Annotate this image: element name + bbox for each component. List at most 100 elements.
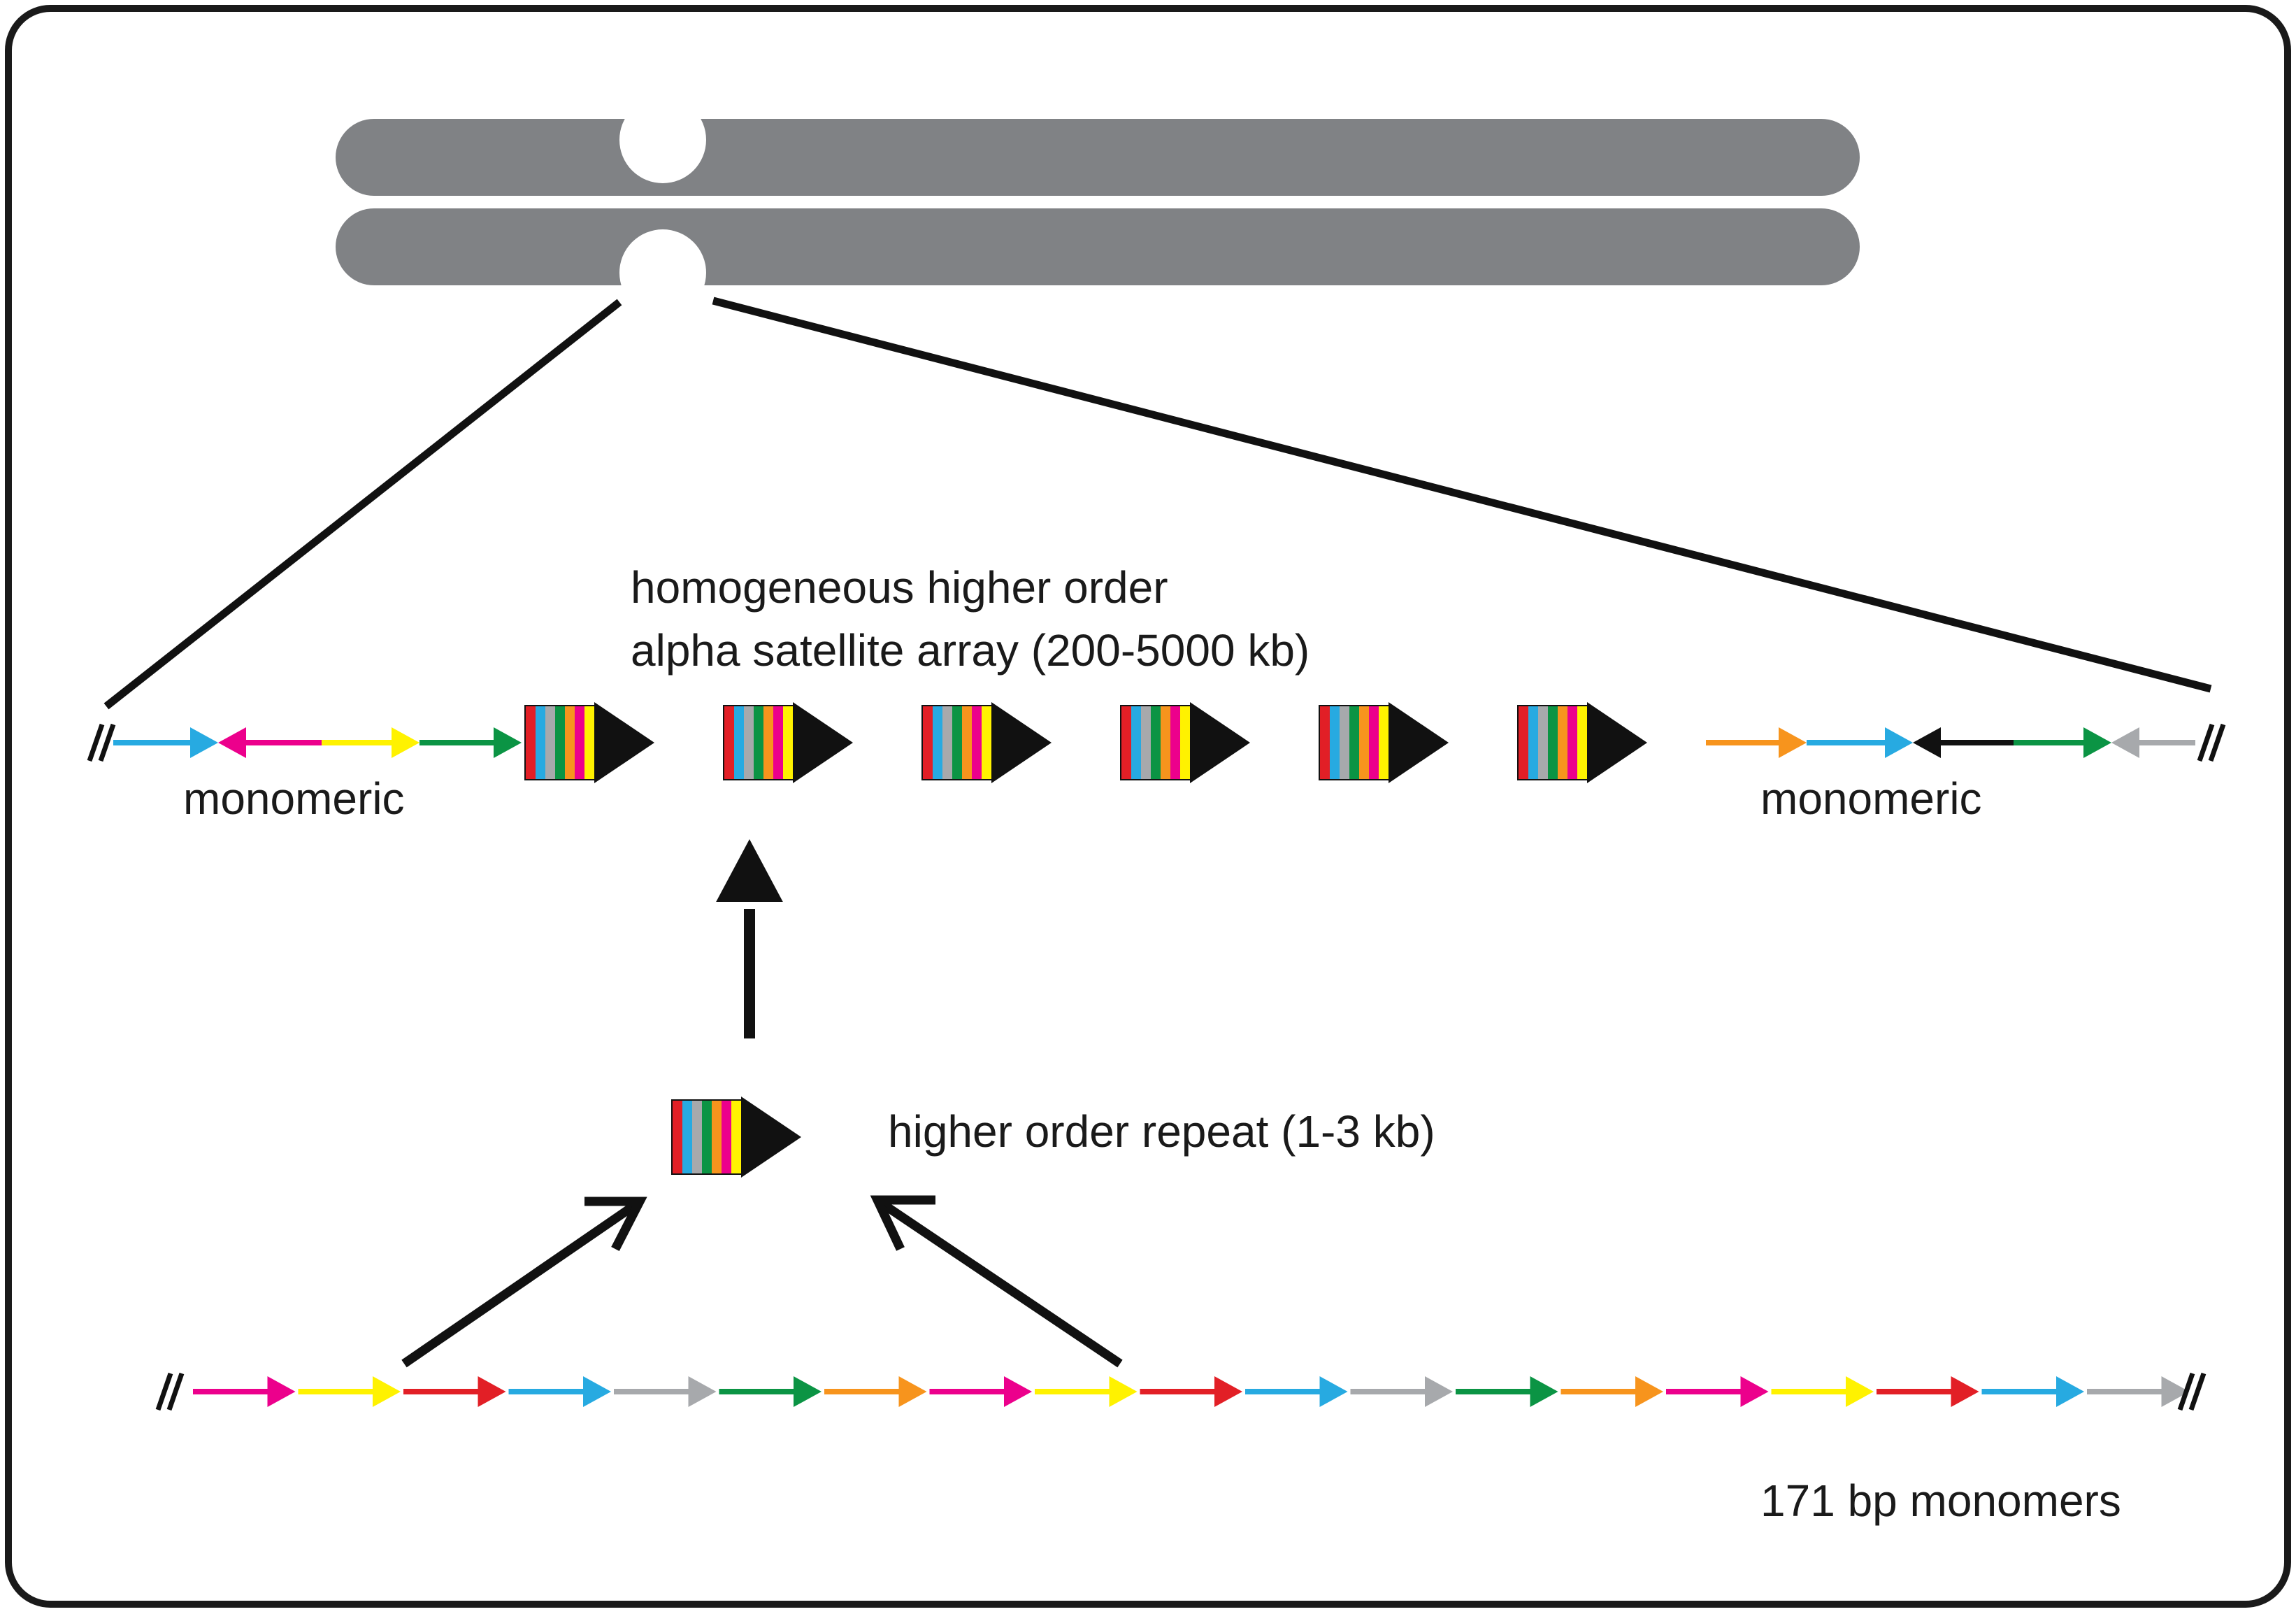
hor-stripe-green: [702, 1101, 712, 1173]
hor-stripe-blue: [933, 706, 942, 779]
hor-stripe-yellow: [783, 706, 793, 779]
break-mark-right: [2197, 723, 2226, 762]
hor-orientation-triangle: [1587, 702, 1647, 783]
monomer-arrow-red: [403, 1376, 506, 1407]
higher-order-repeat-unit: [671, 1097, 801, 1178]
hor-stripe-yellow: [731, 1101, 741, 1173]
monomeric-right-arrow-blue: [1807, 727, 1913, 758]
monomeric-left-arrow-blue: [113, 727, 218, 758]
hor-stripe-blue: [1330, 706, 1340, 779]
hor-array-title-line2: alpha satellite array (200-5000 kb): [631, 625, 1310, 676]
hor-stripe-yellow: [1379, 706, 1389, 779]
hor-stripe-orange: [1161, 706, 1170, 779]
hor-stripe-green: [754, 706, 763, 779]
hor-array-unit: [524, 702, 654, 783]
hor-stripe-magenta: [1170, 706, 1180, 779]
monomer-arrow-red: [1140, 1376, 1242, 1407]
monomer-arrow-yellow: [1035, 1376, 1138, 1407]
hor-array-unit: [1319, 702, 1449, 783]
hor-stripe-red: [1320, 706, 1330, 779]
monomer-arrow-magenta: [193, 1376, 296, 1407]
hor-stripe-red: [1519, 706, 1528, 779]
monomeric-left-arrow-magenta: [218, 727, 322, 758]
monomer-arrow-orange: [824, 1376, 927, 1407]
hor-stripe-magenta: [972, 706, 982, 779]
monomer-arrow-green: [719, 1376, 821, 1407]
hor-stripe-orange: [565, 706, 575, 779]
chromatid-bottom: [336, 208, 1860, 285]
hor-array-unit: [1517, 702, 1647, 783]
hor-orientation-triangle: [991, 702, 1052, 783]
monomeric-right-arrow-orange: [1706, 727, 1807, 758]
monomer-arrow-gray: [1350, 1376, 1453, 1407]
figure-frame: [5, 5, 2291, 1608]
hor-stripe-orange: [1359, 706, 1369, 779]
zoom-line-left: [103, 299, 622, 710]
monomer-arrow-yellow: [1771, 1376, 1874, 1407]
hor-unit-label: higher order repeat (1-3 kb): [888, 1106, 1435, 1157]
hor-stripe-gray: [545, 706, 555, 779]
hor-stripe-orange: [763, 706, 773, 779]
monomeric-left-arrow-yellow: [322, 727, 419, 758]
monomers-label: 171 bp monomers: [1760, 1476, 2121, 1526]
monomer-arrow-blue: [1981, 1376, 2084, 1407]
monomer-break-mark-right: [2177, 1372, 2207, 1411]
hor-stripe-gray: [744, 706, 754, 779]
monomer-arrow-orange: [1560, 1376, 1663, 1407]
monomer-to-hor-arrow-right: [870, 1195, 1123, 1368]
chromosome: [336, 97, 1860, 316]
hor-stripe-magenta: [575, 706, 584, 779]
break-mark-left: [87, 723, 116, 762]
monomer-arrow-blue: [1245, 1376, 1348, 1407]
hor-array-unit: [1120, 702, 1250, 783]
hor-stripe-red: [724, 706, 734, 779]
chromatid-top: [336, 119, 1860, 196]
hor-stripe-yellow: [982, 706, 991, 779]
hor-stripe-orange: [962, 706, 972, 779]
monomer-arrow-green: [1456, 1376, 1558, 1407]
monomeric-label-left: monomeric: [183, 773, 405, 824]
hor-stripe-gray: [1141, 706, 1151, 779]
hor-stripe-green: [1349, 706, 1359, 779]
monomer-arrow-gray: [614, 1376, 717, 1407]
centromere-constriction-top: [619, 97, 706, 183]
hor-stripe-green: [1548, 706, 1558, 779]
hor-stripe-gray: [1538, 706, 1548, 779]
monomeric-right-arrow-green: [2014, 727, 2111, 758]
hor-array-unit: [723, 702, 853, 783]
monomer-arrow-blue: [508, 1376, 611, 1407]
hor-unit-block: [671, 1097, 801, 1178]
hor-orientation-triangle: [594, 702, 654, 783]
hor-orientation-triangle: [793, 702, 853, 783]
monomeric-left-arrow-green: [419, 727, 522, 758]
monomeric-label-right: monomeric: [1760, 773, 1982, 824]
monomer-row: [155, 1372, 2207, 1411]
monomer-arrow-red: [1877, 1376, 1979, 1407]
zoom-line-right: [712, 297, 2212, 693]
monomer-arrow-gray: [2087, 1376, 2190, 1407]
hor-stripe-gray: [692, 1101, 702, 1173]
hor-orientation-triangle: [1389, 702, 1449, 783]
hor-stripe-orange: [1558, 706, 1567, 779]
hor-stripe-blue: [734, 706, 744, 779]
hor-stripe-gray: [1340, 706, 1349, 779]
hor-stripe-yellow: [1180, 706, 1190, 779]
hor-stripe-green: [952, 706, 962, 779]
hor-stripe-magenta: [1567, 706, 1577, 779]
monomer-break-mark-left: [155, 1372, 185, 1411]
hor-stripe-blue: [536, 706, 545, 779]
hor-stripe-yellow: [584, 706, 594, 779]
hor-array-unit: [921, 702, 1052, 783]
hor-stripe-green: [555, 706, 565, 779]
hor-stripe-blue: [1528, 706, 1538, 779]
hor-stripe-red: [1121, 706, 1131, 779]
monomeric-right-arrow-gray: [2111, 727, 2195, 758]
hor-stripe-blue: [682, 1101, 692, 1173]
hor-stripe-green: [1151, 706, 1161, 779]
monomer-to-hor-arrow-left: [401, 1197, 647, 1368]
monomeric-right-arrow-black: [1913, 727, 2014, 758]
hor-stripe-magenta: [722, 1101, 731, 1173]
hor-stripe-red: [526, 706, 536, 779]
hor-stripe-red: [673, 1101, 682, 1173]
